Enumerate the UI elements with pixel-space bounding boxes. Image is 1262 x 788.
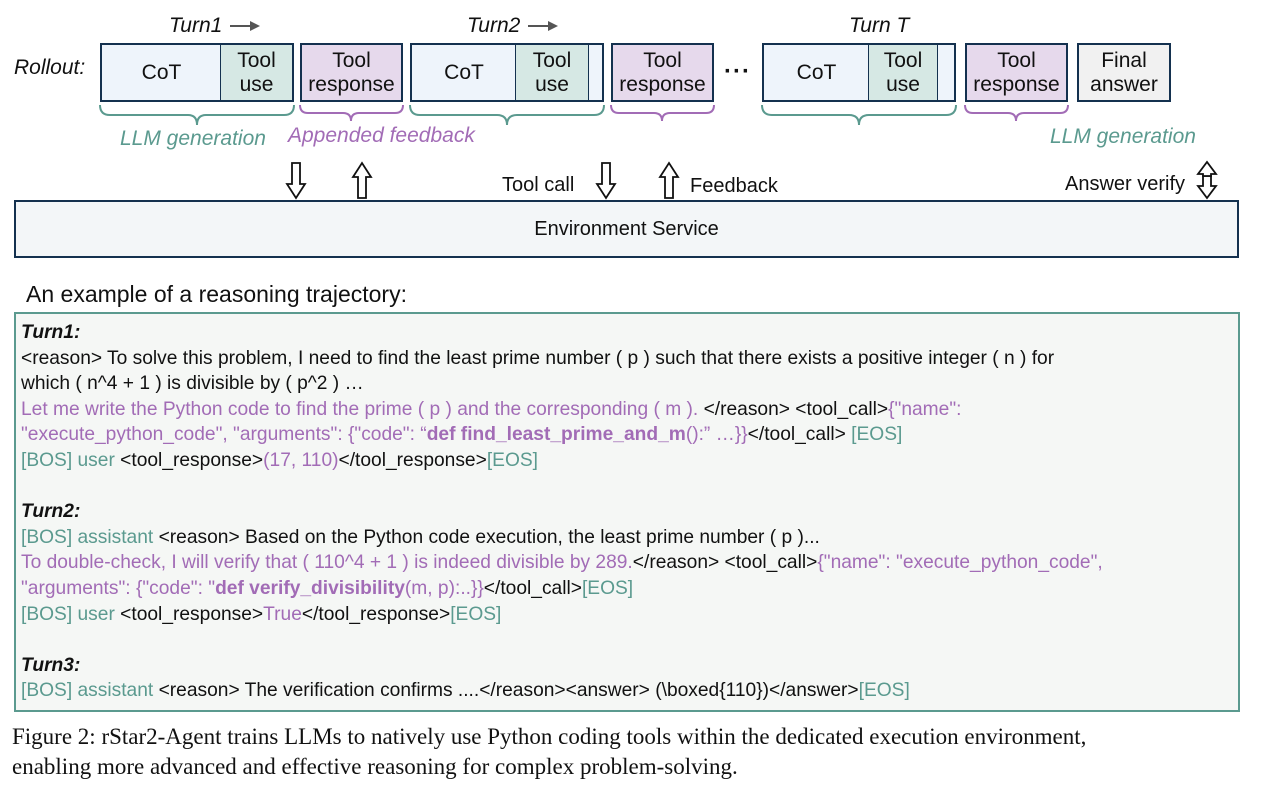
up-arrow-icon-2: [658, 161, 680, 199]
brace-llm-generation-1: [99, 104, 295, 126]
turn2-line-3: "arguments": {"code": "def verify_divisi…: [21, 577, 634, 599]
llm-generation-label-1: LLM generation: [120, 127, 266, 150]
llm-generation-label-2: LLM generation: [1050, 125, 1196, 148]
down-arrow-icon-2: [595, 162, 617, 200]
turn2-cot-box: CoT: [410, 43, 516, 102]
caption-line-2: enabling more advanced and effective rea…: [12, 754, 738, 779]
environment-service-box: Environment Service: [14, 200, 1239, 258]
turn1-line-4: "execute_python_code", "arguments": {"co…: [21, 424, 903, 446]
cot-label: CoT: [796, 60, 837, 84]
turn2-header: Turn2: [467, 14, 560, 38]
turn1-header: Turn1: [169, 14, 262, 38]
right-arrow-icon: [528, 21, 559, 31]
brace-appended-feedback-1: [299, 104, 404, 122]
turn1-line-5: [BOS] user <tool_response>(17, 110)</too…: [21, 449, 538, 471]
up-arrow-icon-1: [351, 161, 373, 199]
example-title: An example of a reasoning trajectory:: [26, 281, 407, 307]
turn1-line-1: <reason> To solve this problem, I need t…: [21, 347, 1055, 369]
turn1-line-2: which ( n^4 + 1 ) is divisible by ( p^2 …: [21, 373, 364, 395]
caption-line-1: Figure 2: rStar2-Agent trains LLMs to na…: [12, 724, 1087, 749]
turn1-label: Turn1: [169, 14, 223, 37]
turn3-line-1: [BOS] assistant <reason> The verificatio…: [21, 680, 910, 702]
turn2-line-4: [BOS] user <tool_response>True</tool_res…: [21, 603, 502, 625]
braces-layer: [99, 104, 1069, 126]
appended-feedback-label: Appended feedback: [288, 124, 475, 147]
turn2-heading: Turn2:: [21, 501, 81, 523]
double-arrow-icon: [1196, 160, 1218, 200]
feedback-label: Feedback: [690, 175, 778, 197]
figure-caption: Figure 2: rStar2-Agent trains LLMs to na…: [12, 722, 1257, 782]
brace-appended-feedback-T: [964, 104, 1069, 122]
answer-verify-label: Answer verify: [1065, 173, 1186, 195]
turn1-cot-box: CoT: [100, 43, 221, 102]
down-arrow-icon-1: [285, 162, 307, 200]
turn1-heading: Turn1:: [21, 322, 81, 343]
brace-llm-generation-2: [409, 104, 605, 126]
brace-appended-feedback-2: [610, 104, 715, 122]
environment-service-label: Environment Service: [534, 217, 719, 240]
turn2-line-1: [BOS] assistant <reason> Based on the Py…: [21, 526, 820, 548]
turnT-label: Turn T: [849, 14, 910, 37]
cot-label: CoT: [444, 60, 484, 84]
right-arrow-icon: [230, 21, 261, 31]
turn2-label: Turn2: [467, 14, 521, 37]
cot-label: CoT: [141, 60, 182, 84]
tool-call-label: Tool call: [502, 174, 575, 196]
rollout-label: Rollout:: [14, 56, 86, 79]
ellipsis: ···: [724, 58, 751, 85]
arrows-layer: [285, 160, 1218, 200]
turn3-heading: Turn3:: [21, 654, 81, 676]
turnT-cot-box: CoT: [762, 43, 869, 102]
turn2-line-2: To double-check, I will verify that ( 11…: [21, 552, 1103, 574]
brace-llm-generation-T: [761, 104, 957, 126]
turn1-line-3: Let me write the Python code to find the…: [21, 398, 962, 420]
trajectory-box: Turn1: <reason> To solve this problem, I…: [14, 312, 1240, 712]
